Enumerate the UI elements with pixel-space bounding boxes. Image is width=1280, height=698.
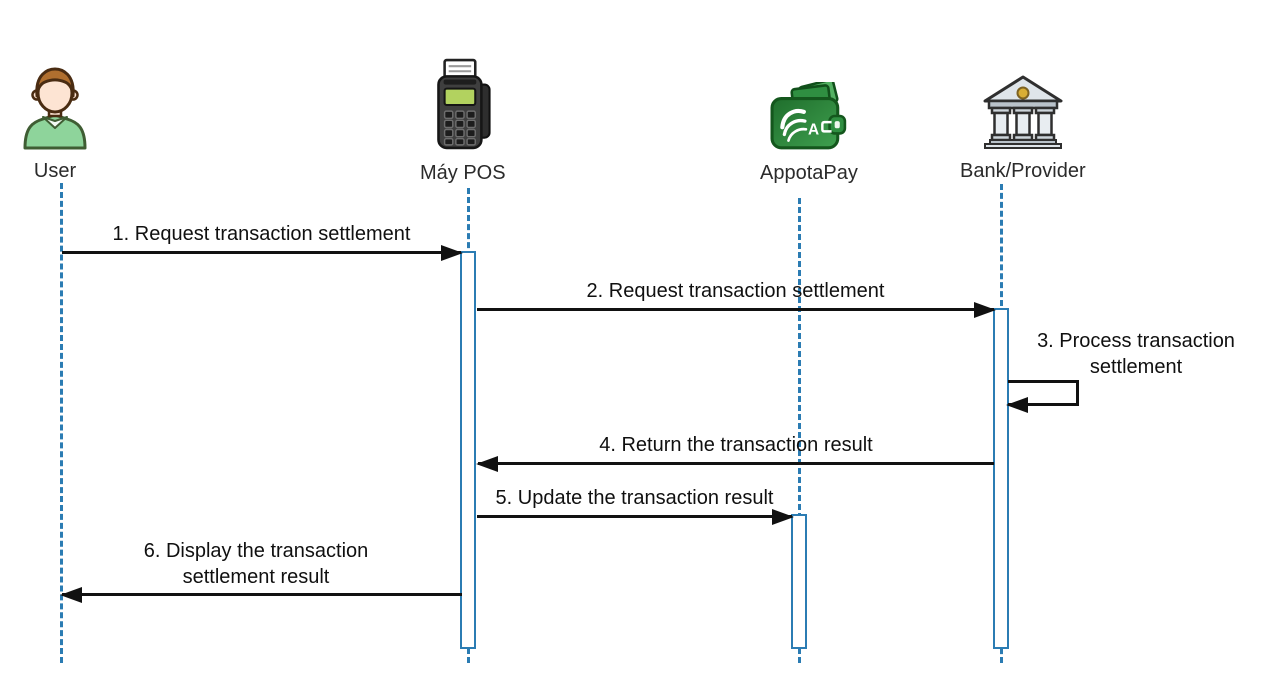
- message-5-arrow: [477, 508, 794, 525]
- actor-pos: Máy POS: [420, 58, 506, 185]
- arrowhead-left-icon: [60, 586, 82, 603]
- pos-terminal-icon: [426, 58, 500, 157]
- message-2-arrow: [477, 301, 996, 318]
- message-4-arrow: [476, 455, 994, 472]
- message-5-label: 5. Update the transaction result: [495, 487, 774, 509]
- actor-label-pos: Máy POS: [420, 162, 506, 184]
- actor-label-bank: Bank/Provider: [960, 160, 1086, 182]
- person-icon: [14, 64, 96, 155]
- activation-bar-appotapay: [791, 514, 807, 649]
- message-1-label: 1. Request transaction settlement: [112, 223, 411, 245]
- arrowhead-left-icon: [1006, 396, 1028, 413]
- arrowhead-left-icon: [476, 455, 498, 472]
- actor-label-appotapay: AppotaPay: [760, 162, 858, 184]
- activation-bar-bank: [993, 308, 1009, 649]
- arrowhead-right-icon: [772, 508, 794, 525]
- message-1-arrow: [62, 244, 463, 261]
- actor-appotapay: A AppotaPay: [760, 78, 858, 185]
- message-6-arrow: [60, 586, 462, 603]
- message-2-label: 2. Request transaction settlement: [586, 280, 885, 302]
- activation-bar-pos: [460, 251, 476, 649]
- lifeline-user: [60, 183, 63, 663]
- message-4-label: 4. Return the transaction result: [599, 434, 873, 456]
- bank-icon: [981, 74, 1065, 155]
- arrowhead-right-icon: [441, 244, 463, 261]
- wallet-icon: A: [770, 78, 848, 157]
- message-3-label: 3. Process transaction settlement: [1037, 330, 1235, 378]
- lifeline-appotapay: [798, 198, 801, 663]
- svg-text:A: A: [808, 121, 819, 138]
- actor-user: User: [14, 64, 96, 183]
- message-6-label: 6. Display the transaction settlement re…: [143, 540, 369, 588]
- actor-bank: Bank/Provider: [960, 74, 1086, 183]
- message-3-self-loop-arrow: [1006, 380, 1079, 413]
- arrowhead-right-icon: [974, 301, 996, 318]
- actor-label-user: User: [33, 160, 77, 182]
